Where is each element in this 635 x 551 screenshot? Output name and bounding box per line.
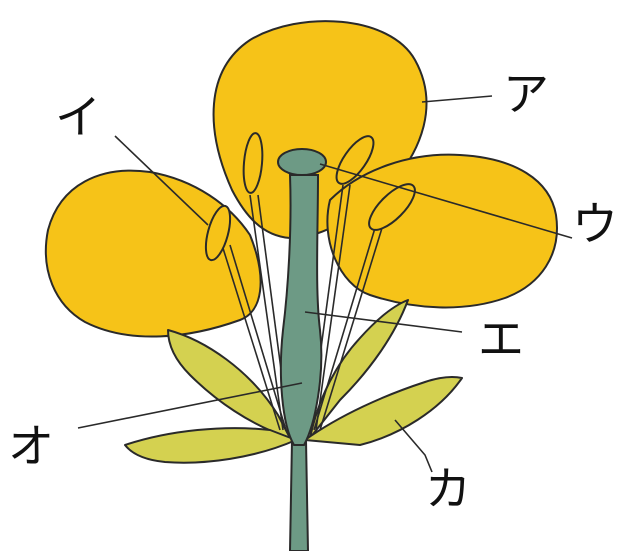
stem <box>290 440 308 551</box>
leader-line-a <box>422 96 492 102</box>
stigma <box>278 149 326 175</box>
label-e: エ <box>478 312 524 366</box>
label-u: ウ <box>572 197 618 251</box>
petal-right <box>327 155 557 308</box>
label-o: オ <box>8 419 54 473</box>
label-i: イ <box>55 90 101 144</box>
label-ka: カ <box>425 462 471 516</box>
label-a: ア <box>503 67 549 121</box>
sepal-left-lower <box>125 428 296 463</box>
petal-left <box>46 171 261 337</box>
